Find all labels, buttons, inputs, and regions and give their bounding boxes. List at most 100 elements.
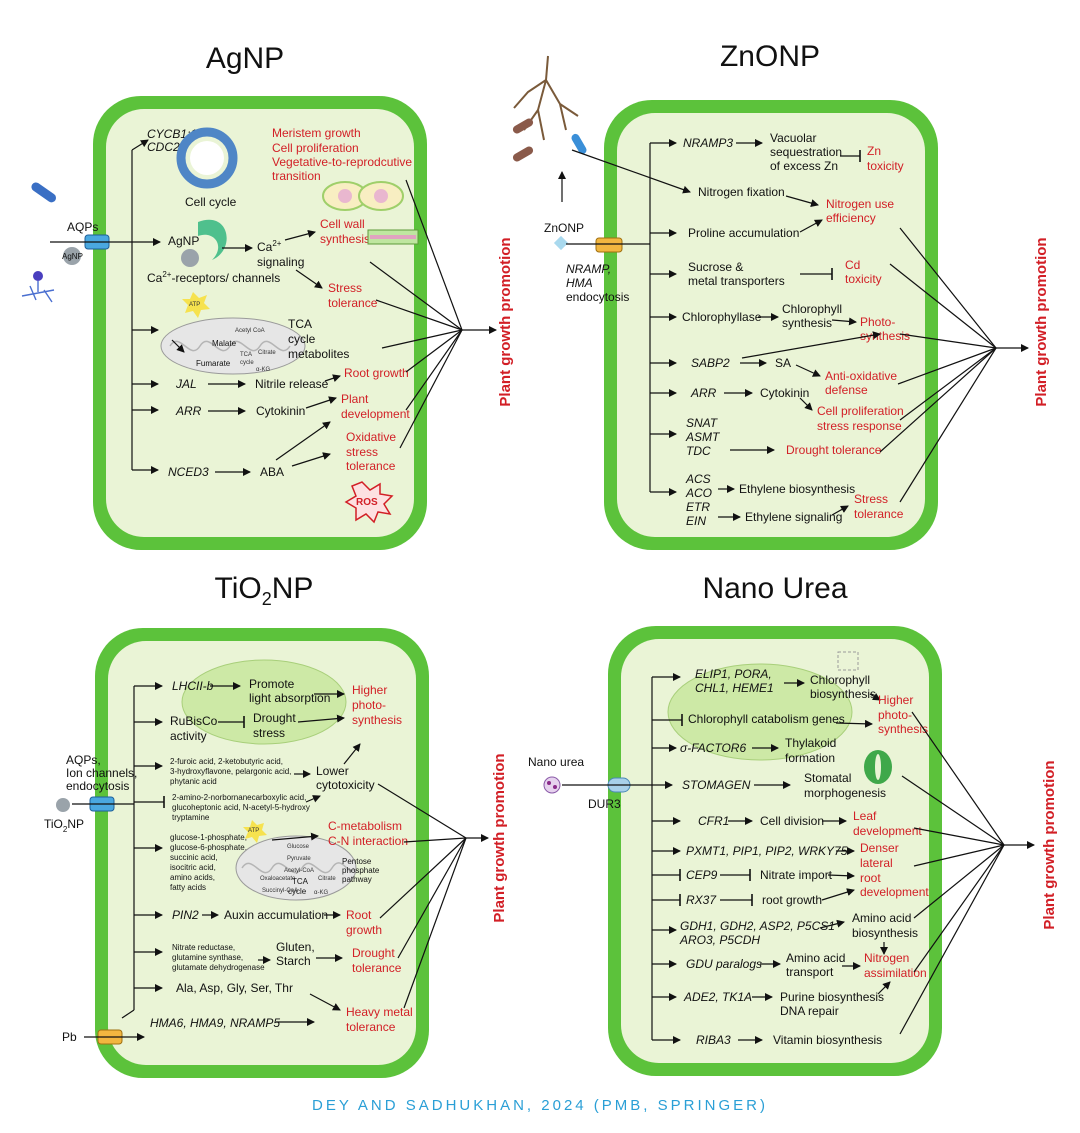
promote-2: light absorption (249, 691, 330, 705)
ethsig-label: Ethylene signaling (745, 510, 842, 524)
arrow-cycb (131, 139, 149, 151)
arrow-sabp2-photo (741, 331, 881, 359)
mito-tca: TCA (240, 352, 252, 358)
chloroplast-icon-tio2 (181, 659, 347, 745)
gene-lhc: LHCII-b (172, 679, 214, 693)
glu-3: succinic acid, (170, 853, 218, 862)
amino-2: glucoheptonic acid, N-acetyl-5-hydroxy (172, 803, 310, 812)
agnp-inside-label: AgNP (168, 234, 199, 248)
mito-akg: α-KG (256, 367, 270, 373)
effect-assimilation: assimilation (864, 966, 927, 980)
agnp-converging-lines (369, 179, 497, 449)
signaling-label: signaling (257, 255, 304, 269)
effect-stress-response: stress response (817, 419, 902, 433)
glu-2: glucose-6-phosphate, (170, 843, 247, 852)
arrow-higher-urea (869, 692, 881, 701)
mito-citrate: Citrate (258, 350, 276, 356)
amino-1: 2-amino-2-norbornanecarboxylic acid, (172, 793, 306, 802)
atp-icon-tio2: ATP (243, 820, 267, 843)
effect-synthesis-tio2: synthesis (352, 713, 402, 727)
gene-cdc2: CDC2 (147, 140, 180, 154)
aba-label: ABA (260, 465, 284, 479)
gene-gdh-1: GDH1, GDH2, ASP2, P5CS1 (680, 919, 835, 933)
gene-rx37: RX37 (686, 893, 717, 907)
mito-pyruvate: Pyruvate (287, 856, 311, 862)
catab-label: Chlorophyll catabolism genes (688, 712, 845, 726)
vac-2: sequestration (770, 145, 842, 159)
gluten-1: Gluten, (276, 940, 315, 954)
effect-stress-zn-tol: tolerance (854, 507, 904, 521)
gene-acs: ACS (685, 472, 711, 486)
nfix-label: Nitrogen fixation (698, 185, 785, 199)
mitochondrion-icon-tio2 (235, 835, 357, 901)
effect-ox-stress: stress (346, 445, 378, 459)
arrow-rootgrowth (324, 374, 341, 383)
arrow-stress (295, 269, 323, 289)
arrow-drought-higher (297, 714, 345, 723)
cell-wall-icon (367, 229, 419, 245)
purine-2: DNA repair (780, 1004, 839, 1018)
effect-denser: Denser (860, 841, 899, 855)
nitrate-enz-3: glutamate dehydrogenase (172, 963, 265, 972)
effect-transition: transition (272, 169, 321, 183)
gluten-2: Starch (276, 954, 311, 968)
gene-jal: JAL (175, 377, 197, 391)
ala-label: Ala, Asp, Gly, Ser, Thr (176, 981, 293, 995)
gene-snat: SNAT (686, 416, 719, 430)
tca-metab-1: TCA (288, 317, 312, 331)
thyl-2: formation (785, 751, 835, 765)
drought-stress-2: stress (253, 726, 285, 740)
amino-bio-2: biosynthesis (852, 926, 918, 940)
chlbio-1: Chlorophyll (810, 673, 870, 687)
effect-root: root (860, 871, 881, 885)
svg-text:ATP: ATP (248, 828, 259, 834)
gene-pin2: PIN2 (172, 908, 199, 922)
effect-veg-repro: Vegetative-to-reprodcutive (272, 155, 412, 169)
effect-heavy: Heavy metal (346, 1005, 413, 1019)
effect-photo-tio2: photo- (352, 698, 386, 712)
svg-text:ROS: ROS (356, 497, 378, 508)
gene-arr: ARR (175, 404, 202, 418)
effect-photo-urea: photo- (878, 708, 912, 722)
arrow-catab-higher (835, 719, 873, 728)
pb-label: Pb (62, 1030, 77, 1044)
vitamin-label: Vitamin biosynthesis (773, 1033, 882, 1047)
mito-glucose: Glucose (287, 844, 310, 850)
effect-drought-tio2: Drought (352, 946, 395, 960)
effect-root-tio2: Root (346, 908, 372, 922)
effect-cell-wall-synthesis: synthesis (320, 232, 370, 246)
effect-higher-urea: Higher (878, 693, 913, 707)
pentose-3: pathway (342, 875, 372, 884)
panel-nanourea: Nano Urea Plant growth promotion Nano ur… (528, 572, 1058, 1076)
chlase-label: Chlorophyllase (682, 310, 762, 324)
effect-stress-zn: Stress (854, 492, 888, 506)
lower-1: Lower (316, 764, 349, 778)
effect-development: development (341, 407, 410, 421)
pentose-2: phosphate (342, 866, 380, 875)
nitrate-enz-1: Nitrate reductase, (172, 943, 235, 952)
outcome-label-agnp: Plant growth promotion (497, 237, 514, 406)
gene-ein: EIN (686, 514, 706, 528)
gene-nced3: NCED3 (168, 465, 209, 479)
cytokinin-zn-label: Cytokinin (760, 386, 809, 400)
effect-leaf-dev: development (853, 824, 922, 838)
arrow-nfix-from-root (571, 149, 691, 194)
nramp-channel-icon (595, 237, 623, 253)
tca-metab-2: cycle (288, 332, 316, 346)
glu-6: fatty acids (170, 883, 206, 892)
effect-lateral: lateral (860, 856, 893, 870)
nramp-label: NRAMP, (566, 262, 611, 276)
aqps-label: AQPs (67, 220, 98, 234)
effect-zn-toxicity: toxicity (867, 159, 904, 173)
gene-aco: ACO (685, 486, 712, 500)
mito-fumarate: Fumarate (196, 359, 231, 368)
dur3-label: DUR3 (588, 797, 621, 811)
purine-1: Purine biosynthesis (780, 990, 884, 1004)
effect-oxidative: Oxidative (346, 430, 396, 444)
effect-leaf: Leaf (853, 809, 877, 823)
fungus-icon (21, 271, 55, 303)
nitrate-import-label: Nitrate import (760, 868, 833, 882)
effect-prolif-zn: Cell proliferation (817, 404, 904, 418)
rubisco-1: RuBisCo (170, 714, 218, 728)
mito-acetylcoa: Acetyl-CoA (284, 868, 314, 874)
